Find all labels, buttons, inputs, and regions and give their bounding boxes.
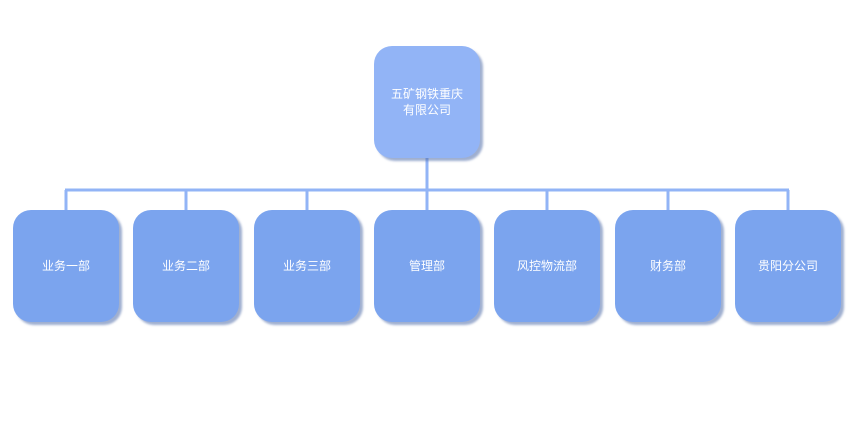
dept-node-label: 业务三部	[282, 259, 331, 273]
dept-node-management[interactable]: 管理部	[374, 210, 480, 322]
dept-node-sales-3[interactable]: 业务三部	[254, 210, 360, 322]
dept-node-finance[interactable]: 财务部	[615, 210, 721, 322]
dept-node-label: 业务一部	[41, 259, 90, 273]
dept-node-label: 管理部	[408, 259, 445, 273]
root-node-label: 五矿钢铁重庆有限公司	[390, 87, 463, 117]
dept-node-label: 业务二部	[161, 259, 210, 273]
dept-node-label: 风控物流部	[516, 259, 577, 273]
dept-node-label: 贵阳分公司	[757, 259, 818, 273]
dept-node-label: 财务部	[649, 259, 686, 273]
root-node-company[interactable]: 五矿钢铁重庆有限公司	[374, 46, 480, 158]
dept-node-risk-logistics[interactable]: 风控物流部	[494, 210, 600, 322]
dept-node-guiyang-branch[interactable]: 贵阳分公司	[735, 210, 841, 322]
dept-node-sales-2[interactable]: 业务二部	[133, 210, 239, 322]
dept-node-sales-1[interactable]: 业务一部	[13, 210, 119, 322]
